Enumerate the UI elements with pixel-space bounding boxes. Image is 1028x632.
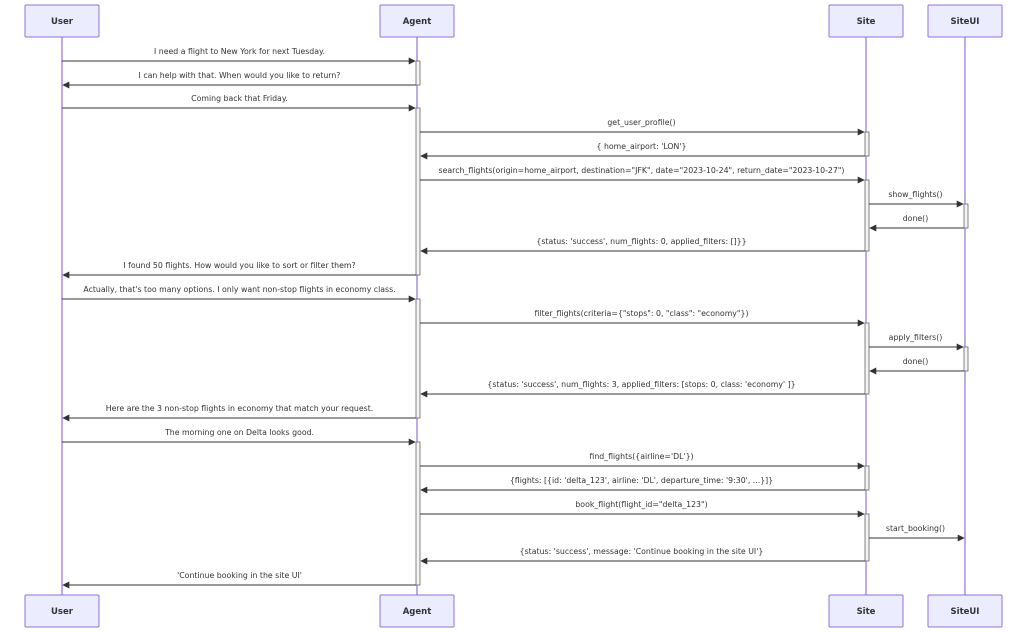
message-label: search_flights(origin=home_airport, dest… [439,166,845,175]
message-label: start_booking() [886,524,945,533]
message-18: find_flights({airline='DL'}) [420,452,865,470]
actor-label: SiteUI [951,607,980,617]
activation-bar-site [864,131,870,157]
actor-box [828,594,904,628]
message-label: 'Continue booking in the site UI' [177,571,302,580]
message-4: get_user_profile() [420,118,865,136]
message-label: book_flight(flight_id="delta_123") [575,500,707,509]
actor-siteui-top: SiteUI [927,4,1003,38]
message-label: get_user_profile() [607,118,675,127]
message-23: 'Continue booking in the site UI' [62,571,416,589]
message-label: filter_flights(criteria={"stops": 0, "cl… [535,309,749,318]
message-19: {flights: [{id: 'delta_123', airline: 'D… [420,476,865,494]
actor-box [379,594,455,628]
message-label: I found 50 flights. How would you like t… [123,261,355,270]
message-label: Actually, that's too many options. I onl… [83,285,395,294]
message-5: { home_airport: 'LON'} [420,142,865,160]
message-label: I can help with that. When would you lik… [139,71,341,80]
activation-bar-siteui [963,203,969,229]
actor-box [24,4,100,38]
message-7: show_flights() [869,190,964,208]
message-2: I can help with that. When would you lik… [62,71,416,89]
activation-bar-site [864,322,870,395]
activation-bar-siteui [963,346,969,372]
activation-bar-site [864,465,870,491]
actor-user-bottom: User [24,594,100,628]
message-14: done() [869,357,964,375]
message-11: Actually, that's too many options. I onl… [62,285,416,303]
actor-agent-bottom: Agent [379,594,455,628]
actor-user-top: User [24,4,100,38]
actor-siteui-bottom: SiteUI [927,594,1003,628]
actor-label: User [51,607,74,617]
actor-label: Site [857,607,876,617]
message-12: filter_flights(criteria={"stops": 0, "cl… [420,309,865,327]
activation-bar-agent [415,107,421,276]
message-label: The morning one on Delta looks good. [164,428,314,437]
activation-bar-site [864,513,870,562]
activation-bar-agent [415,60,421,86]
message-17: The morning one on Delta looks good. [62,428,416,446]
actor-box [927,4,1003,38]
message-21: start_booking() [869,524,965,542]
activation-bar-agent [415,441,421,586]
message-label: find_flights({airline='DL'}) [589,452,693,461]
message-label: Here are the 3 non-stop flights in econo… [106,404,374,413]
message-label: apply_filters() [889,333,943,342]
actor-label: Site [857,17,876,27]
actor-agent-top: Agent [379,4,455,38]
message-label: show_flights() [888,190,942,199]
message-label: done() [903,357,929,366]
message-20: book_flight(flight_id="delta_123") [420,500,865,518]
actor-box [927,594,1003,628]
actor-box [828,4,904,38]
message-label: done() [903,214,929,223]
message-label: Coming back that Friday. [191,94,288,103]
message-1: I need a flight to New York for next Tue… [62,47,416,65]
message-22: {status: 'success', message: 'Continue b… [420,547,865,565]
actor-site-top: Site [828,4,904,38]
message-15: {status: 'success', num_flights: 3, appl… [420,380,865,398]
actor-label: User [51,17,74,27]
message-13: apply_filters() [869,333,964,351]
message-label: I need a flight to New York for next Tue… [154,47,325,56]
actor-box [24,594,100,628]
actor-label: Agent [403,17,432,27]
actor-label: SiteUI [951,17,980,27]
message-16: Here are the 3 non-stop flights in econo… [62,404,416,422]
message-label: {status: 'success', num_flights: 3, appl… [487,380,795,389]
message-10: I found 50 flights. How would you like t… [62,261,416,279]
message-9: {status: 'success', num_flights: 0, appl… [420,237,865,255]
message-label: {status: 'success', num_flights: 0, appl… [536,237,746,246]
actor-label: Agent [403,607,432,617]
activation-bar-site [864,179,870,252]
actor-box [379,4,455,38]
message-label: {status: 'success', message: 'Continue b… [520,547,764,556]
activation-bar-agent [415,298,421,419]
message-label: {flights: [{id: 'delta_123', airline: 'D… [510,476,773,485]
message-6: search_flights(origin=home_airport, dest… [420,166,865,184]
actor-site-bottom: Site [828,594,904,628]
message-label: { home_airport: 'LON'} [597,142,687,151]
message-8: done() [869,214,964,232]
message-3: Coming back that Friday. [62,94,416,112]
